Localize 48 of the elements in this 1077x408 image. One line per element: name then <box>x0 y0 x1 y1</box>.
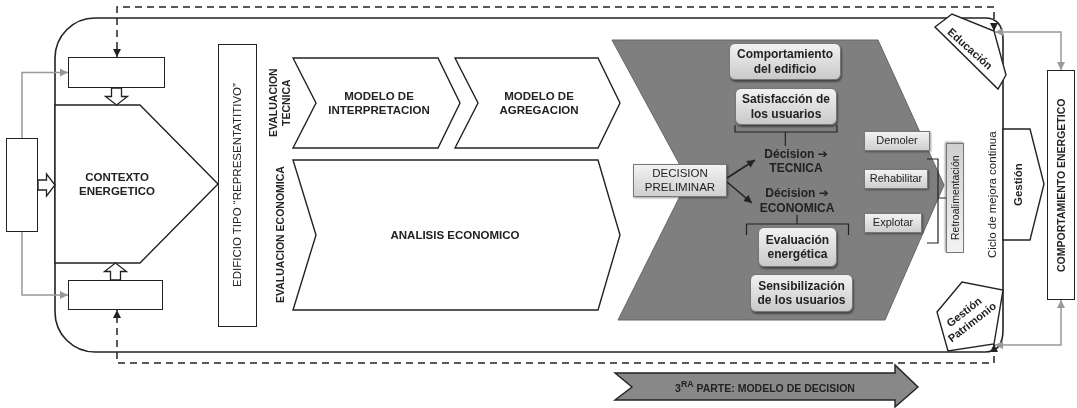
feedback-box: Retroalimentación <box>946 143 964 253</box>
option-box: Rehabilitar <box>864 169 928 189</box>
block-arrow <box>102 262 129 281</box>
chevron-shape <box>455 58 621 148</box>
block-arrow <box>37 172 56 198</box>
section-label: Ciclo de mejora continua <box>984 130 999 261</box>
chevron-shape <box>1003 129 1045 240</box>
empty-box <box>6 138 38 232</box>
option-box: Demoler <box>864 131 930 151</box>
block-arrow <box>103 87 130 106</box>
arrow <box>21 231 69 299</box>
arrow <box>994 299 1065 349</box>
section-label: EVALUACION TECNICA <box>266 67 293 140</box>
chevron-panel <box>612 40 945 321</box>
decision-box: DECISION PRELIMINAR <box>633 164 727 197</box>
rounded-box: Sensibilización de los usuarios <box>750 274 853 312</box>
chevron-shape <box>293 58 461 148</box>
decision-text: Décision ➔ ECONOMICA <box>752 186 842 215</box>
shape-label: ANALISIS ECONOMICO <box>389 227 521 243</box>
tilted-shape <box>933 12 1008 92</box>
shape-label: MODELO DE INTERPRETACION <box>327 88 431 118</box>
empty-box <box>68 280 163 310</box>
arrow <box>726 159 756 179</box>
section-label: EVALUACION ECONOMICA <box>272 165 287 306</box>
vertical-box: EDIFICIO TIPO “REPRESENTATITIVO” <box>218 44 257 327</box>
bracket-connector <box>745 214 850 236</box>
decision-text: Décision ➔ TECNICA <box>755 146 837 176</box>
empty-box <box>68 57 165 88</box>
pentagon-shape <box>55 105 219 263</box>
chevron-shape <box>293 160 621 310</box>
option-box: Explotar <box>864 213 922 233</box>
tilted-shape <box>935 280 1006 352</box>
dashed-arrow <box>113 309 998 364</box>
shape-label: 3$^{RA}$ PARTE: MODELO DE DECISION <box>674 378 856 396</box>
bracket-connector <box>734 124 838 147</box>
block-arrow <box>615 364 919 408</box>
shape-label: CONTEXTO ENERGETICO <box>77 169 156 199</box>
rounded-box: Satisfacción de los usuarios <box>735 88 837 125</box>
dashed-arrow <box>113 6 998 58</box>
rounded-box: Comportamiento del edificio <box>729 43 841 80</box>
shape-label: Gestión <box>1011 162 1026 209</box>
bracket-connector <box>926 158 947 244</box>
arrow <box>726 181 753 204</box>
vertical-box: COMPORTAMIENTO ENERGETICO <box>1047 70 1075 300</box>
arrow <box>21 68 69 139</box>
rounded-box: Evaluación energética <box>758 227 837 267</box>
arrow <box>994 28 1065 71</box>
shape-label: MODELO DE AGREGACION <box>498 88 580 118</box>
